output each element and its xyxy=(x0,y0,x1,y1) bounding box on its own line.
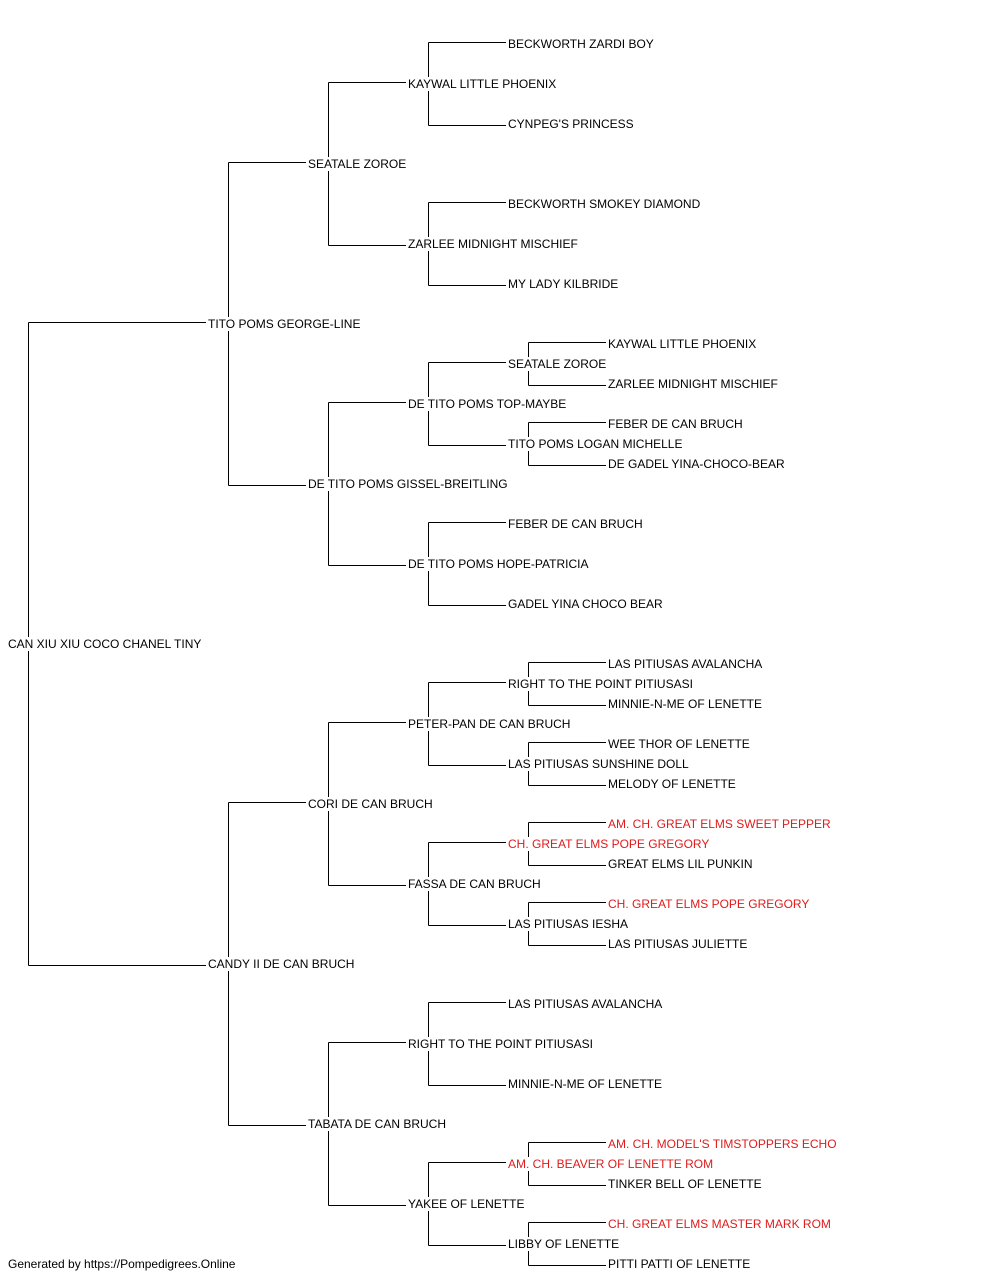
ancestor-name: CORI DE CAN BRUCH xyxy=(308,797,433,811)
ancestor-name: LAS PITIUSAS SUNSHINE DOLL xyxy=(508,757,689,771)
subject-dog-name: CAN XIU XIU COCO CHANEL TINY xyxy=(8,637,202,651)
generated-by-footer: Generated by https://Pompedigrees.Online xyxy=(8,1257,236,1271)
ancestor-name: CANDY II DE CAN BRUCH xyxy=(208,957,355,971)
ancestor-name: SEATALE ZOROE xyxy=(308,157,407,171)
ancestor-name: MINNIE-N-ME OF LENETTE xyxy=(508,1077,663,1091)
ancestor-name: BECKWORTH SMOKEY DIAMOND xyxy=(508,197,701,211)
ancestor-name: YAKEE OF LENETTE xyxy=(408,1197,525,1211)
ancestor-name: SEATALE ZOROE xyxy=(508,357,607,371)
ancestor-name: KAYWAL LITTLE PHOENIX xyxy=(608,337,757,351)
ancestor-name: LAS PITIUSAS JULIETTE xyxy=(608,937,748,951)
ancestor-name: DE TITO POMS GISSEL-BREITLING xyxy=(308,477,508,491)
ancestor-name: MY LADY KILBRIDE xyxy=(508,277,619,291)
ancestor-name: FEBER DE CAN BRUCH xyxy=(508,517,643,531)
ancestor-name: CH. GREAT ELMS POPE GREGORY xyxy=(508,837,710,851)
ancestor-name: DE GADEL YINA-CHOCO-BEAR xyxy=(608,457,785,471)
ancestor-name: CH. GREAT ELMS MASTER MARK ROM xyxy=(608,1217,831,1231)
ancestor-name: ZARLEE MIDNIGHT MISCHIEF xyxy=(608,377,778,391)
ancestor-name: AM. CH. GREAT ELMS SWEET PEPPER xyxy=(608,817,831,831)
ancestor-name: DE TITO POMS HOPE-PATRICIA xyxy=(408,557,589,571)
ancestor-name: WEE THOR OF LENETTE xyxy=(608,737,750,751)
ancestor-name: KAYWAL LITTLE PHOENIX xyxy=(408,77,557,91)
ancestor-name: AM. CH. BEAVER OF LENETTE ROM xyxy=(508,1157,714,1171)
ancestor-name: TABATA DE CAN BRUCH xyxy=(308,1117,447,1131)
ancestor-name: AM. CH. MODEL'S TIMSTOPPERS ECHO xyxy=(608,1137,837,1151)
ancestor-name: GREAT ELMS LIL PUNKIN xyxy=(608,857,753,871)
ancestor-name: MINNIE-N-ME OF LENETTE xyxy=(608,697,763,711)
ancestor-name: GADEL YINA CHOCO BEAR xyxy=(508,597,663,611)
ancestor-name: PETER-PAN DE CAN BRUCH xyxy=(408,717,571,731)
ancestor-name: LAS PITIUSAS IESHA xyxy=(508,917,629,931)
ancestor-name: ZARLEE MIDNIGHT MISCHIEF xyxy=(408,237,578,251)
ancestor-name: CH. GREAT ELMS POPE GREGORY xyxy=(608,897,810,911)
ancestor-name: MELODY OF LENETTE xyxy=(608,777,736,791)
ancestor-name: FEBER DE CAN BRUCH xyxy=(608,417,743,431)
ancestor-name: BECKWORTH ZARDI BOY xyxy=(508,37,654,51)
ancestor-name: TITO POMS GEORGE-LINE xyxy=(208,317,361,331)
ancestor-name: DE TITO POMS TOP-MAYBE xyxy=(408,397,567,411)
ancestor-name: TINKER BELL OF LENETTE xyxy=(608,1177,762,1191)
ancestor-name: TITO POMS LOGAN MICHELLE xyxy=(508,437,683,451)
ancestor-name: LAS PITIUSAS AVALANCHA xyxy=(508,997,663,1011)
ancestor-name: LAS PITIUSAS AVALANCHA xyxy=(608,657,763,671)
ancestor-name: CYNPEG'S PRINCESS xyxy=(508,117,634,131)
ancestor-name: RIGHT TO THE POINT PITIUSASI xyxy=(508,677,693,691)
ancestor-name: FASSA DE CAN BRUCH xyxy=(408,877,541,891)
ancestor-name: RIGHT TO THE POINT PITIUSASI xyxy=(408,1037,593,1051)
ancestor-name: PITTI PATTI OF LENETTE xyxy=(608,1257,751,1271)
ancestor-name: LIBBY OF LENETTE xyxy=(508,1237,620,1251)
